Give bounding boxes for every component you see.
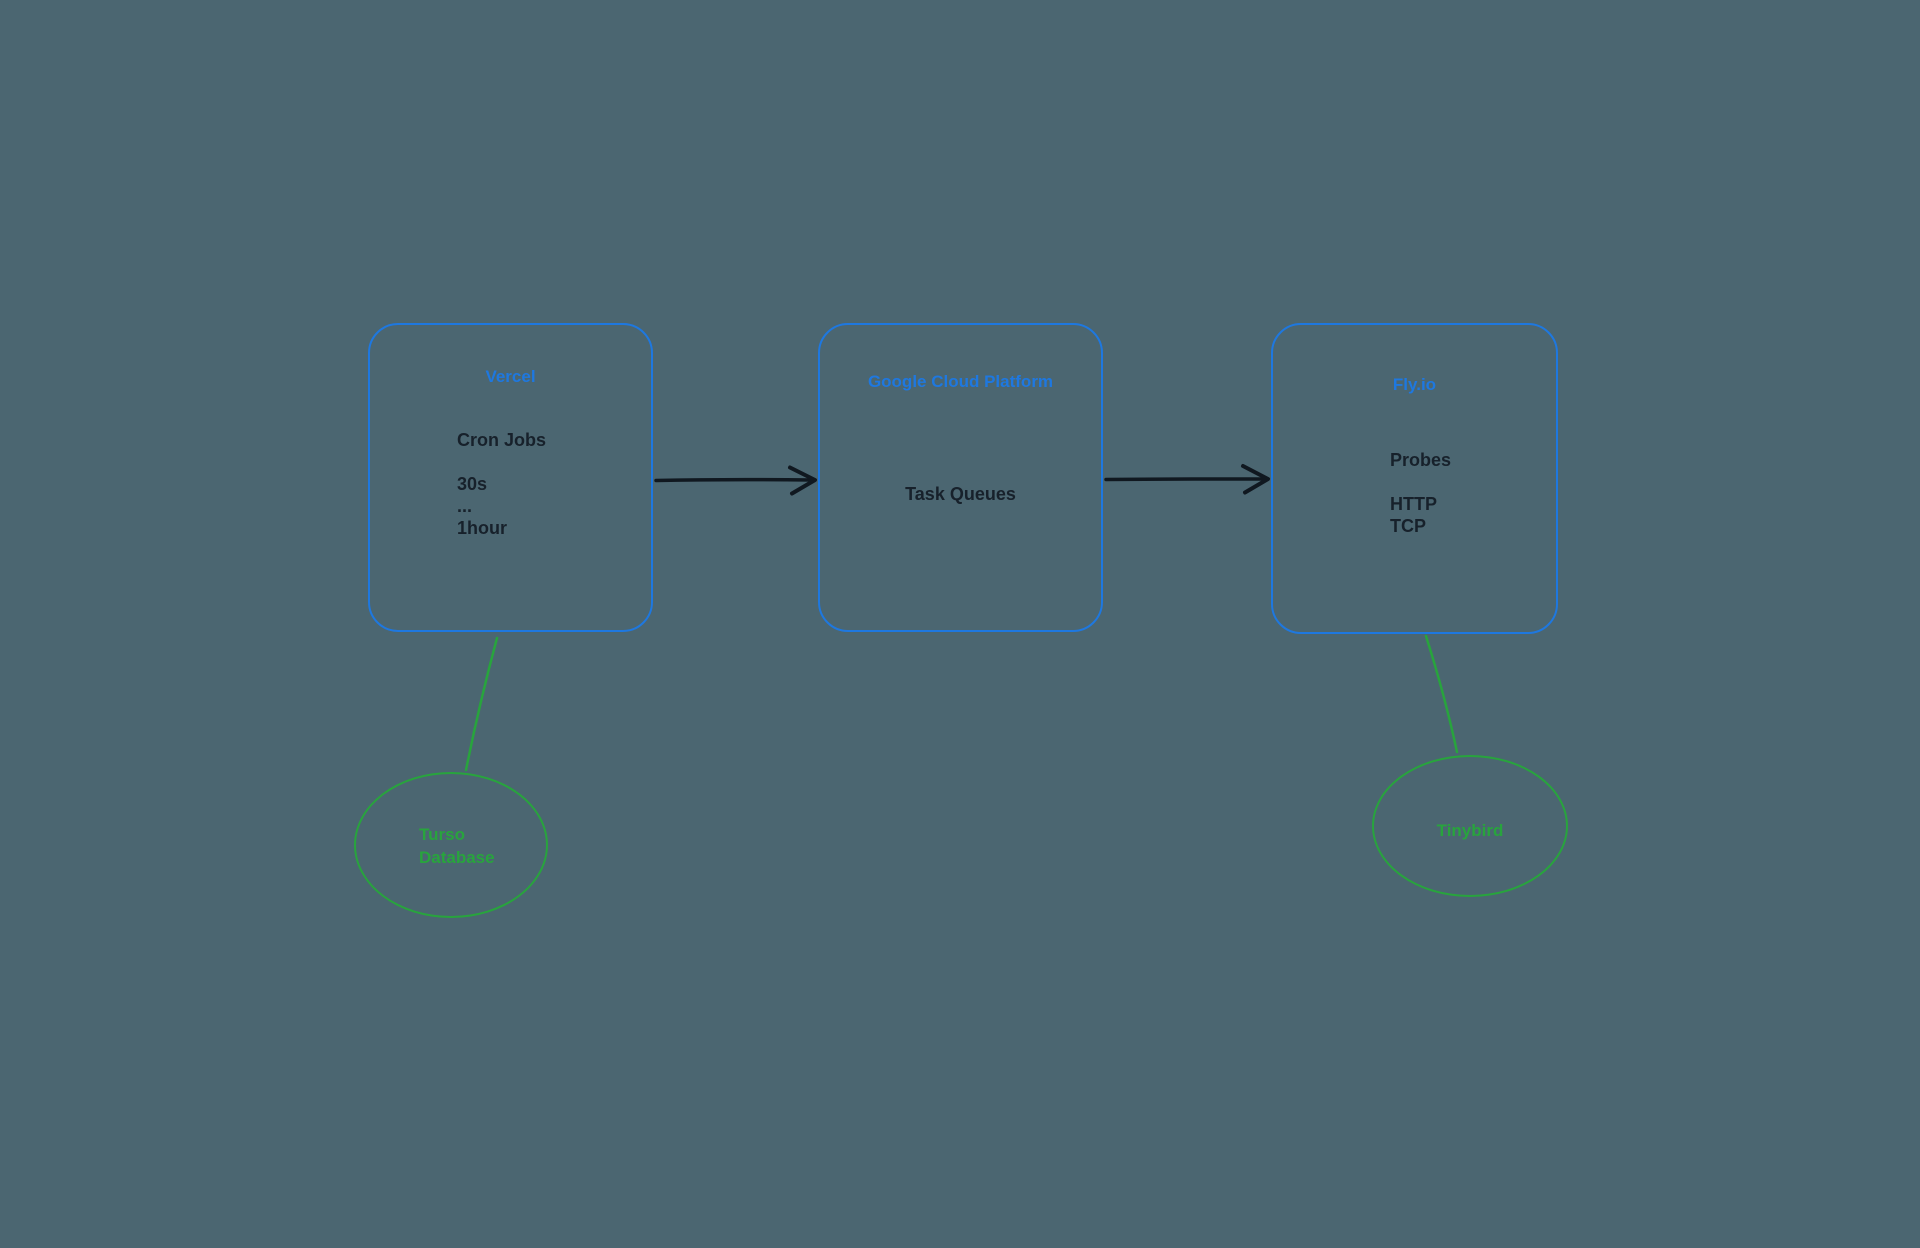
node-vercel-title: Vercel — [485, 367, 536, 386]
node-vercel-line-30s: 30s — [457, 474, 488, 494]
line-vercel-to-turso — [464, 636, 499, 772]
node-vercel-line-1hour: 1hour — [457, 518, 508, 538]
entity-turso-database: Turso Database — [354, 772, 548, 918]
node-flyio-line-http: HTTP — [1390, 494, 1437, 514]
entity-turso-line-1: Turso — [419, 825, 465, 844]
entity-turso-label: Turso Database — [419, 823, 495, 869]
spacer — [1390, 471, 1451, 493]
node-flyio-title: Fly.io — [1392, 375, 1437, 394]
node-vercel-line-cron-jobs: Cron Jobs — [457, 430, 547, 450]
node-flyio-body: Probes HTTP TCP — [1390, 449, 1451, 537]
node-flyio: Fly.io Probes HTTP TCP — [1271, 323, 1558, 634]
node-flyio-line-probes: Probes — [1390, 450, 1452, 470]
entity-tinybird: Tinybird — [1372, 755, 1568, 897]
spacer — [457, 451, 546, 473]
line-flyio-to-tinybird — [1424, 634, 1459, 754]
node-flyio-line-tcp: TCP — [1390, 516, 1426, 536]
entity-tinybird-label: Tinybird — [1436, 821, 1504, 840]
node-gcp-title: Google Cloud Platform — [867, 372, 1054, 391]
arrow-vercel-to-gcp — [654, 465, 817, 496]
node-vercel-body: Cron Jobs 30s ... 1hour — [457, 429, 546, 539]
node-vercel-line-ellipsis: ... — [457, 496, 473, 516]
node-gcp-body: Task Queues — [820, 483, 1101, 505]
node-gcp-line-task-queues: Task Queues — [905, 484, 1016, 504]
entity-turso-line-2: Database — [419, 848, 495, 867]
arrow-gcp-to-flyio — [1104, 464, 1270, 495]
node-gcp: Google Cloud Platform Task Queues — [818, 323, 1103, 632]
node-vercel: Vercel Cron Jobs 30s ... 1hour — [368, 323, 653, 632]
